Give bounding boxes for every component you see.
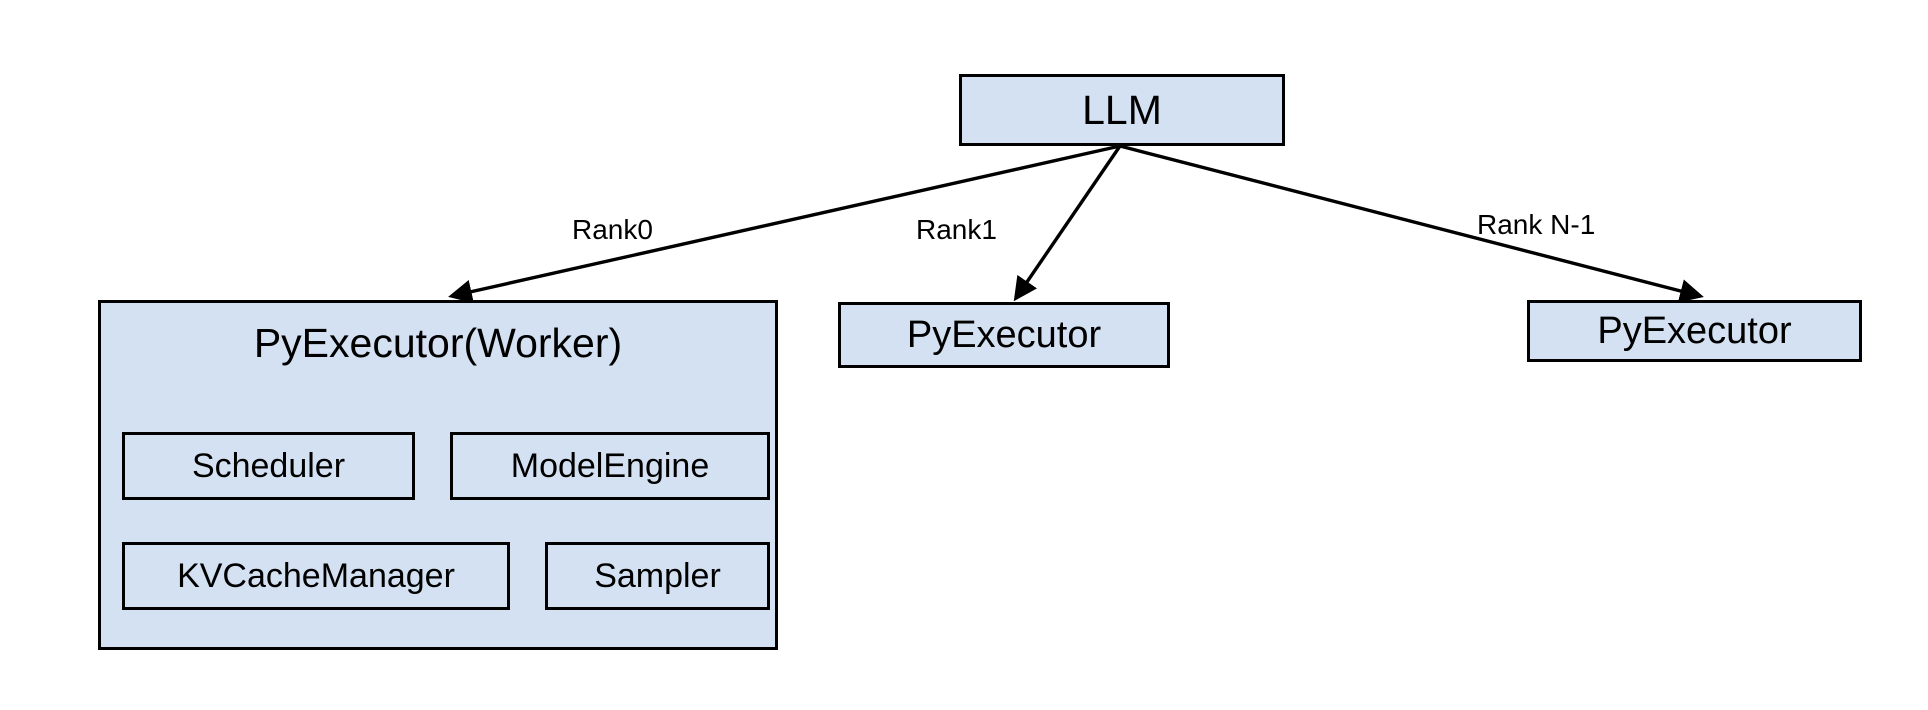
node-pyexecutor-rank1-label: PyExecutor bbox=[906, 314, 1102, 356]
node-sampler[interactable]: Sampler bbox=[545, 542, 770, 610]
node-pyexecutor-worker-label: PyExecutor(Worker) bbox=[253, 320, 623, 366]
node-kv-cache-manager-label: KVCacheManager bbox=[177, 557, 455, 595]
node-llm-label: LLM bbox=[1082, 86, 1162, 133]
edge-label-rank0: Rank0 bbox=[572, 214, 653, 245]
edge-rank0 bbox=[448, 144, 1121, 304]
node-pyexecutor-rank-n-1[interactable]: PyExecutor bbox=[1527, 300, 1862, 362]
node-pyexecutor-rank-n-1-label: PyExecutor bbox=[1597, 310, 1792, 352]
edge-label-rank-n-1: Rank N-1 bbox=[1477, 209, 1596, 240]
node-model-engine-label: ModelEngine bbox=[510, 447, 710, 485]
node-sampler-label: Sampler bbox=[594, 557, 721, 595]
edge-label-rank1: Rank1 bbox=[916, 214, 997, 245]
node-model-engine[interactable]: ModelEngine bbox=[450, 432, 770, 500]
edge-rank1 bbox=[1013, 145, 1122, 302]
node-pyexecutor-rank1[interactable]: PyExecutor bbox=[838, 302, 1170, 368]
node-kv-cache-manager[interactable]: KVCacheManager bbox=[122, 542, 510, 610]
node-scheduler-label: Scheduler bbox=[191, 447, 346, 485]
node-llm[interactable]: LLM bbox=[959, 74, 1285, 146]
node-scheduler[interactable]: Scheduler bbox=[122, 432, 415, 500]
edge-rank-n-1 bbox=[1119, 144, 1704, 303]
